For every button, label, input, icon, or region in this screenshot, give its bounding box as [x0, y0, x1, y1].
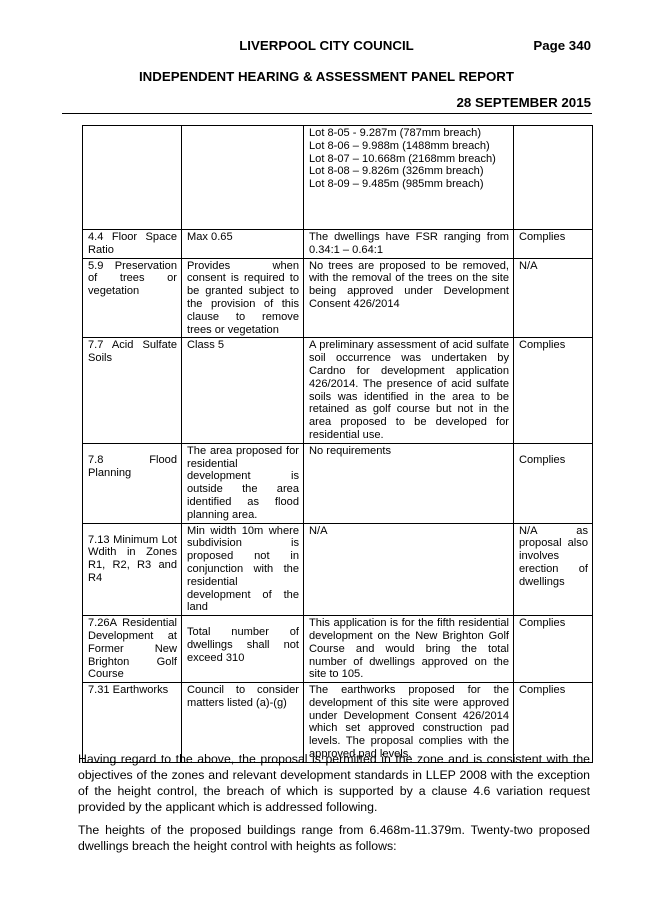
clause-cell: 7.8 Flood Planning	[82, 442, 182, 524]
council-name: LIVERPOOL CITY COUNCIL	[239, 38, 414, 53]
requirement-cell: Max 0.65	[181, 229, 304, 259]
compliance-cell: Complies	[513, 337, 593, 444]
requirement-cell: Min width 10m where subdivision is propo…	[181, 522, 304, 617]
compliance-cell: Complies	[513, 229, 593, 259]
table-row: 7.7 Acid Sulfate Soils Class 5 A prelimi…	[82, 337, 593, 444]
table-row: Lot 8-05 - 9.287m (787mm breach) Lot 8-0…	[82, 125, 593, 230]
table-row: 7.26A Residential Development at Former …	[82, 615, 593, 684]
lot-height-line: Lot 8-08 – 9.826m (326mm breach)	[309, 165, 484, 178]
compliance-cell: Complies	[513, 682, 593, 763]
compliance-cell: N/A	[513, 257, 593, 339]
requirement-cell: Total number of dwellings shall not exce…	[181, 615, 304, 684]
clause-cell	[82, 125, 182, 230]
clause-cell: 7.31 Earthworks	[82, 682, 182, 763]
body-paragraph: Having regard to the above, the proposal…	[78, 752, 590, 814]
lot-height-line: Lot 8-09 – 9.485m (985mm breach)	[309, 178, 484, 191]
lot-height-line: Lot 8-06 – 9.988m (1488mm breach)	[309, 139, 490, 152]
proposal-cell: The earthworks proposed for the developm…	[303, 682, 514, 763]
assessment-table: Lot 8-05 - 9.287m (787mm breach) Lot 8-0…	[82, 125, 593, 763]
header-divider	[62, 113, 592, 114]
report-date: 28 SEPTEMBER 2015	[456, 95, 591, 110]
compliance-cell	[513, 125, 593, 230]
requirement-cell: Provides when consent is required to be …	[181, 257, 304, 339]
compliance-cell: N/A as proposal also involves erection o…	[513, 522, 593, 617]
requirement-cell: Class 5	[181, 337, 304, 444]
table-row: 5.9 Preservation of trees or vegetation …	[82, 257, 593, 339]
clause-cell: 7.13 Minimum Lot Wdith in Zones R1, R2, …	[82, 522, 182, 617]
table-row: 7.8 Flood Planning The area proposed for…	[82, 442, 593, 524]
proposal-cell: Lot 8-05 - 9.287m (787mm breach) Lot 8-0…	[303, 125, 514, 230]
compliance-cell: Complies	[513, 615, 593, 684]
proposal-cell: This application is for the fifth reside…	[303, 615, 514, 684]
lot-height-line: Lot 8-07 – 10.668m (2168mm breach)	[309, 152, 496, 165]
clause-cell: 4.4 Floor Space Ratio	[82, 229, 182, 259]
table-row: 7.31 Earthworks Council to consider matt…	[82, 682, 593, 763]
body-paragraph: The heights of the proposed buildings ra…	[78, 823, 590, 853]
proposal-cell: N/A	[303, 522, 514, 617]
table-row: 7.13 Minimum Lot Wdith in Zones R1, R2, …	[82, 522, 593, 617]
report-title: INDEPENDENT HEARING & ASSESSMENT PANEL R…	[138, 69, 515, 84]
proposal-cell: The dwellings have FSR ranging from 0.34…	[303, 229, 514, 259]
requirement-cell	[181, 125, 304, 230]
lot-height-line: Lot 8-05 - 9.287m (787mm breach)	[309, 127, 482, 139]
clause-cell: 5.9 Preservation of trees or vegetation	[82, 257, 182, 339]
clause-cell: 7.7 Acid Sulfate Soils	[82, 337, 182, 444]
requirement-cell: Council to consider matters listed (a)-(…	[181, 682, 304, 763]
proposal-cell: No requirements	[303, 442, 514, 524]
table-row: 4.4 Floor Space Ratio Max 0.65 The dwell…	[82, 229, 593, 259]
compliance-cell: Complies	[513, 442, 593, 524]
requirement-cell: The area proposed for residential develo…	[181, 442, 304, 524]
clause-cell: 7.26A Residential Development at Former …	[82, 615, 182, 684]
proposal-cell: No trees are proposed to be removed, wit…	[303, 257, 514, 339]
page-number: Page 340	[533, 38, 591, 53]
proposal-cell: A preliminary assessment of acid sulfate…	[303, 337, 514, 444]
